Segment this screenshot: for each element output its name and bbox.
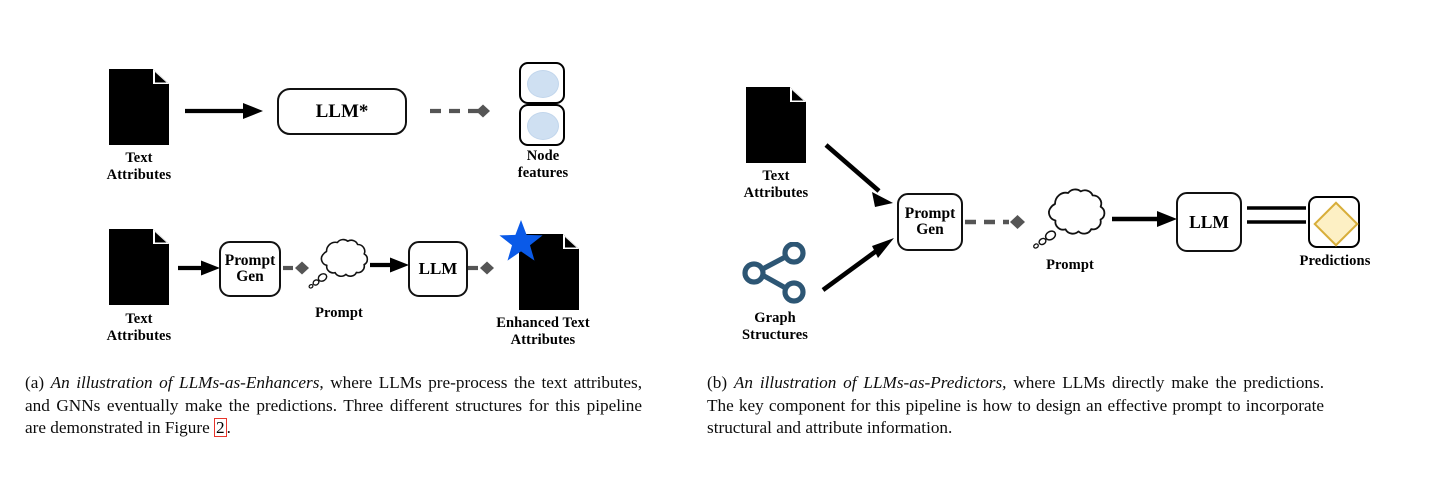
process-box-prompt-gen-a[interactable]: Prompt Gen (219, 241, 281, 297)
caption-a-italic: An illustration of LLMs-as-Enhancers (50, 373, 320, 392)
diagonal-arrow-text-to-promptgen (824, 143, 893, 207)
cloud-icon-prompt-a (306, 238, 372, 290)
label-text-attributes-row2: Text Attributes (106, 311, 172, 344)
label-text-attributes-row1: Text Attributes (106, 150, 172, 183)
graph-structures-icon (742, 242, 808, 304)
process-box-prompt-gen-b[interactable]: Prompt Gen (897, 193, 963, 251)
predictions-icon (1308, 196, 1360, 248)
dashed-diamond-row2-a (283, 261, 309, 275)
document-icon-text-attributes-b (745, 86, 807, 164)
subfigure-a: Text Attributes (0, 0, 660, 365)
figure-reference-link[interactable]: 2 (214, 418, 227, 438)
cloud-icon-prompt-b (1030, 188, 1110, 250)
label-graph-structures: Graph Structures (742, 310, 808, 343)
document-icon-enhanced-text (518, 233, 580, 311)
dashed-diamond-row1 (430, 104, 490, 118)
solid-arrow-row1 (185, 103, 263, 119)
document-icon-text-attributes-row1 (108, 68, 170, 146)
process-box-llm-b[interactable]: LLM (1176, 192, 1242, 252)
process-box-prompt-gen-a-label: Prompt Gen (224, 251, 276, 285)
caption-b-body: , where LLMs directly make the predictio… (707, 373, 1325, 438)
solid-arrow-row2-a (178, 260, 220, 276)
dashed-diamond-row2-b (468, 261, 494, 275)
label-text-attributes-b: Text Attributes (743, 168, 809, 201)
label-node-features: Node features (517, 148, 569, 181)
double-line-llm-to-predictions (1247, 206, 1306, 224)
caption-a-tag: (a) (25, 373, 45, 392)
connector-layer-a (178, 103, 494, 276)
process-box-llm-a[interactable]: LLM (408, 241, 468, 297)
label-prompt-a: Prompt (315, 305, 363, 321)
process-box-llm-a-label: LLM (418, 259, 458, 279)
caption-a-body-end: . (226, 418, 231, 438)
label-prompt-b: Prompt (1046, 257, 1094, 273)
document-icon-text-attributes-row2 (108, 228, 170, 306)
caption-a-body: , where LLMs pre-process the text attrib… (25, 373, 643, 438)
process-box-prompt-gen-b-label: Prompt Gen (904, 204, 956, 238)
label-enhanced-text-attributes: Enhanced Text Attributes (496, 315, 590, 348)
caption-b-tag: (b) (707, 373, 728, 392)
dashed-diamond-b (965, 215, 1025, 229)
solid-arrow-cloud-to-llm-b (1112, 211, 1177, 227)
diagonal-arrow-graph-to-promptgen (821, 238, 894, 292)
solid-arrow-row2-b (370, 257, 409, 273)
process-box-llm-star-label: LLM* (315, 100, 369, 122)
process-box-llm-b-label: LLM (1189, 211, 1229, 232)
star-icon (498, 219, 544, 263)
label-predictions: Predictions (1299, 253, 1371, 269)
caption-subfigure-a: (a) An illustration of LLMs-as-Enhancers… (25, 372, 642, 440)
node-features-icon (519, 62, 565, 146)
enhanced-document-group (498, 219, 590, 311)
caption-b-italic: An illustration of LLMs-as-Predictors (733, 373, 1003, 392)
caption-subfigure-b: (b) An illustration of LLMs-as-Predictor… (707, 372, 1324, 440)
subfigure-b: Text Attributes Graph Structures (660, 0, 1440, 365)
process-box-llm-star[interactable]: LLM* (277, 88, 407, 135)
connector-layer-b (821, 143, 1306, 292)
